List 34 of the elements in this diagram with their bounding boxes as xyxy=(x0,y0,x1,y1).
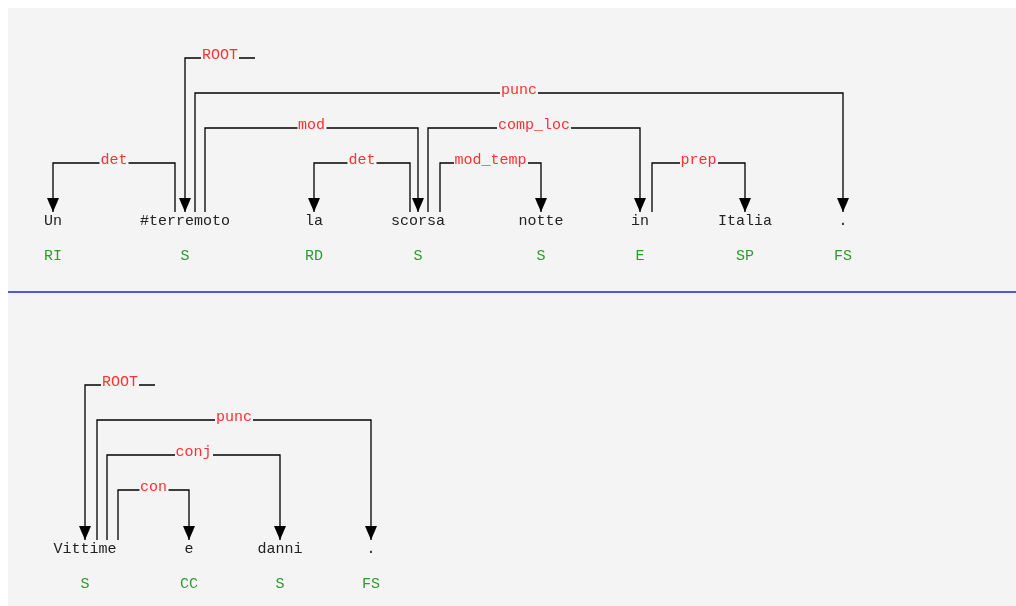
dependency-arrow xyxy=(106,454,286,541)
pos-tag: RI xyxy=(44,247,62,267)
word-token: Un xyxy=(44,212,62,232)
word-token: e xyxy=(184,540,194,560)
edge-label: comp_loc xyxy=(497,118,571,134)
word-token: . xyxy=(838,212,848,232)
pos-tag: E xyxy=(635,247,645,267)
pos-tag: S xyxy=(536,247,546,267)
word-token: #terremoto xyxy=(140,212,230,232)
edge-label: punc xyxy=(215,410,253,426)
pos-tag: S xyxy=(80,575,90,595)
word-token: notte xyxy=(518,212,564,232)
edge-label: punc xyxy=(500,83,538,99)
edge-label: prep xyxy=(679,153,718,169)
pos-tag: S xyxy=(180,247,190,267)
pos-tag: FS xyxy=(834,247,852,267)
word-token: scorsa xyxy=(391,212,445,232)
word-token: Italia xyxy=(718,212,772,232)
edge-label: conj xyxy=(174,445,213,461)
word-token: la xyxy=(305,212,323,232)
pos-tag: S xyxy=(413,247,423,267)
dependency-arrow xyxy=(204,127,424,213)
dependency-arrow xyxy=(194,92,849,213)
pos-tag: RD xyxy=(305,247,323,267)
pos-tag: FS xyxy=(362,575,380,595)
word-token: . xyxy=(366,540,376,560)
word-token: Vittime xyxy=(53,540,117,560)
pos-tag: S xyxy=(275,575,285,595)
edge-label: mod_temp xyxy=(453,153,528,169)
word-token: in xyxy=(631,212,649,232)
pos-tag: SP xyxy=(736,247,754,267)
pos-tag: CC xyxy=(180,575,198,595)
word-token: danni xyxy=(257,540,303,560)
dependency-arrow xyxy=(96,419,377,541)
